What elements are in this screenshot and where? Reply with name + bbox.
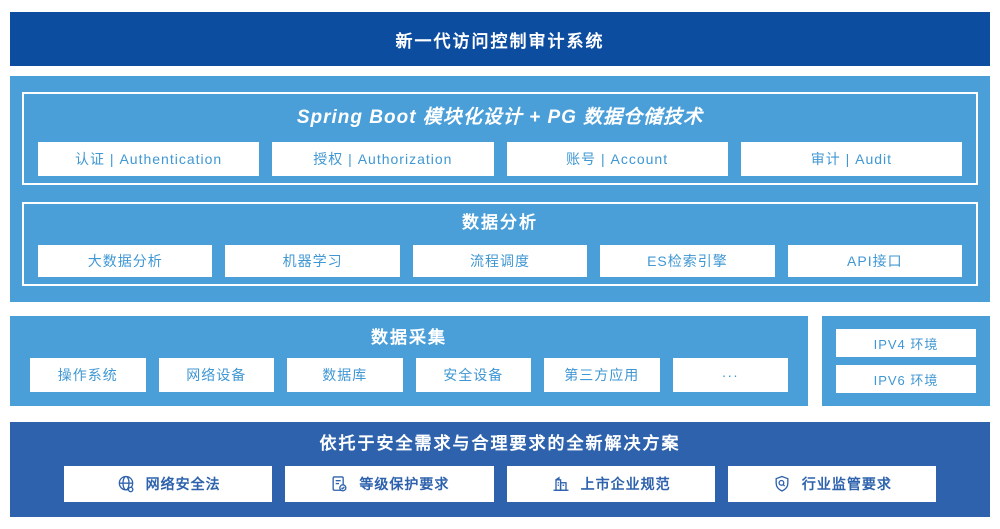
globe-icon — [116, 474, 136, 494]
analysis-machine-learning: 机器学习 — [225, 245, 400, 277]
data-collection-title: 数据采集 — [371, 328, 447, 347]
analysis-workflow: 流程调度 — [412, 245, 588, 277]
ipv6-environment: IPV6 环境 — [836, 365, 976, 393]
ipv4-environment: IPV4 环境 — [836, 329, 976, 357]
analysis-bigdata: 大数据分析 — [38, 245, 213, 277]
solution-section: 依托于安全需求与合理要求的全新解决方案 网络安全法 — [10, 422, 990, 517]
solution-label: 等级保护要求 — [359, 476, 450, 492]
data-collection-section: 数据采集 操作系统 网络设备 数据库 安全设备 第三方应用 ··· — [10, 316, 808, 406]
source-ellipsis: ··· — [672, 358, 788, 392]
source-network-device: 网络设备 — [158, 358, 274, 392]
top-banner: 新一代访问控制审计系统 — [10, 12, 990, 66]
module-audit: 审计 | Audit — [740, 142, 962, 176]
analysis-api: API接口 — [787, 245, 963, 277]
module-row: 认证 | Authentication 授权 | Authorization 账… — [38, 142, 962, 176]
solution-label: 上市企业规范 — [580, 476, 671, 492]
document-check-icon — [329, 474, 349, 494]
system-title: 新一代访问控制审计系统 — [395, 31, 605, 51]
platform-section: Spring Boot 模块化设计 + PG 数据仓储技术 认证 | Authe… — [10, 76, 990, 302]
building-icon — [551, 474, 571, 494]
solution-label: 行业监管要求 — [801, 476, 892, 492]
springboot-module-group: Spring Boot 模块化设计 + PG 数据仓储技术 认证 | Authe… — [22, 92, 978, 185]
module-authentication: 认证 | Authentication — [38, 142, 260, 176]
collection-band: 数据采集 操作系统 网络设备 数据库 安全设备 第三方应用 ··· IPV4 环… — [10, 316, 990, 406]
data-analysis-title: 数据分析 — [462, 213, 538, 232]
source-database: 数据库 — [287, 358, 403, 392]
solution-row: 网络安全法 等级保护要求 — [64, 466, 936, 502]
data-analysis-group: 数据分析 大数据分析 机器学习 流程调度 ES检索引擎 API接口 — [22, 202, 978, 286]
solution-label: 网络安全法 — [145, 476, 221, 492]
solution-classified-protection: 等级保护要求 — [285, 466, 494, 502]
analysis-row: 大数据分析 机器学习 流程调度 ES检索引擎 API接口 — [38, 245, 963, 277]
collection-row: 操作系统 网络设备 数据库 安全设备 第三方应用 ··· — [30, 358, 788, 392]
solution-cybersecurity-law: 网络安全法 — [64, 466, 273, 502]
solution-industry-regulation: 行业监管要求 — [727, 466, 936, 502]
platform-title: Spring Boot 模块化设计 + PG 数据仓储技术 — [296, 107, 704, 128]
shield-search-icon — [772, 474, 792, 494]
source-security-device: 安全设备 — [415, 358, 531, 392]
module-authorization: 授权 | Authorization — [272, 142, 494, 176]
module-account: 账号 | Account — [506, 142, 728, 176]
ip-environment-section: IPV4 环境 IPV6 环境 — [822, 316, 990, 406]
solution-title: 依托于安全需求与合理要求的全新解决方案 — [319, 434, 681, 453]
source-thirdparty-app: 第三方应用 — [544, 358, 660, 392]
source-os: 操作系统 — [30, 358, 146, 392]
analysis-es-search: ES检索引擎 — [600, 245, 775, 277]
solution-listed-company: 上市企业规范 — [506, 466, 715, 502]
